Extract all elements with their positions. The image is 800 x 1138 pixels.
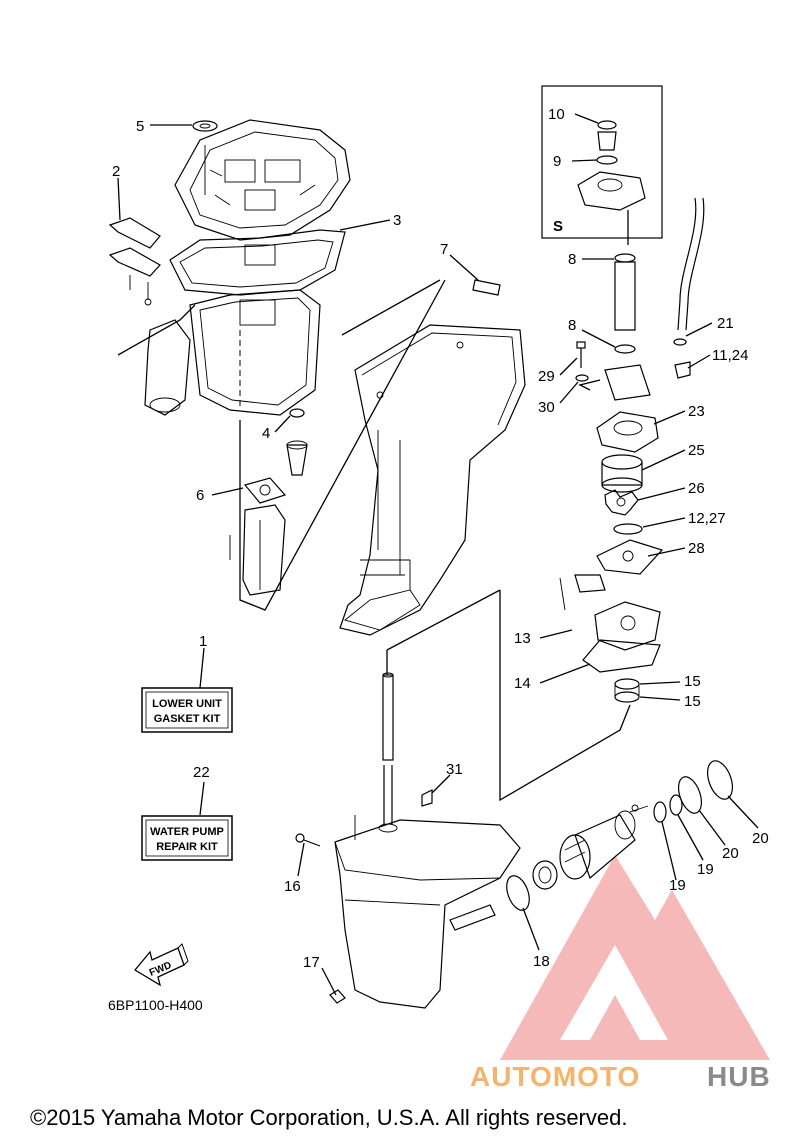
callout-17: 17 [303,954,320,971]
oil-pan [189,289,321,416]
seal-5 [192,120,218,132]
callout-13: 13 [514,630,531,647]
callout-3: 3 [393,212,401,229]
water-tube [614,253,636,354]
water-pipe-hose [673,197,705,379]
diagram-code: 6BP1100-H400 [108,997,203,1013]
exhaust-pipe [229,504,286,596]
leader-lines [117,113,759,996]
callout-5: 5 [136,118,144,135]
callout-20b: 20 [752,830,769,847]
impeller-26 [604,489,639,516]
pump-bracket [604,364,651,401]
assembly-lines [117,210,631,802]
callout-16: 16 [284,878,301,895]
callout-15a: 15 [684,673,701,690]
callout-29: 29 [538,368,555,385]
watermark-text-automoto: AUTOMOTO [470,1061,640,1092]
water-pump-repair-kit-box: WATER PUMP REPAIR KIT [141,815,233,861]
fwd-arrow: FWD [134,943,189,987]
callout-4: 4 [262,425,270,442]
plate-7 [472,279,501,296]
callout-19b: 19 [697,861,714,878]
gasket-14 [582,639,661,673]
kit-22-line2: REPAIR KIT [156,841,218,853]
inset-parts [577,120,646,211]
inset-box [541,85,663,239]
kit-22-line1: WATER PUMP [150,826,224,838]
outer-plate-28 [596,539,664,575]
callout-7: 7 [440,241,448,258]
kit-1-line1: LOWER UNIT [152,698,222,710]
watermark-text-hub: HUB [707,1061,771,1092]
watermark-logo [500,855,770,1060]
screw-17 [329,989,346,1004]
callout-10: 10 [548,106,565,123]
gasket-3 [169,229,346,296]
driveshaft [382,672,394,825]
callout-14: 14 [514,675,531,692]
callout-26: 26 [688,480,705,497]
callout-8a: 8 [568,251,576,268]
gasket-2 [108,217,161,306]
seals-15 [614,678,640,703]
oring-20b [707,760,733,800]
oring-20a [677,776,703,814]
seals-19 [629,794,683,823]
callout-2: 2 [112,163,120,180]
screw-16 [295,833,321,847]
callout-18: 18 [533,953,550,970]
exhaust-manifold [144,319,191,416]
lower-case [334,815,521,1009]
oring-18 [506,875,530,911]
inset-letter: S [553,218,563,235]
callout-9: 9 [553,153,561,170]
callout-1: 1 [199,633,207,650]
callout-21: 21 [717,315,734,332]
pump-housing-23 [596,411,659,453]
callout-30: 30 [538,399,555,416]
housing-cap [532,860,558,890]
callout-20a: 20 [722,845,739,862]
callout-12-27: 12,27 [688,510,726,527]
callout-8b: 8 [568,317,576,334]
callout-19a: 19 [669,877,686,894]
key-31 [421,789,433,807]
pump-base [559,574,661,651]
callout-31: 31 [446,761,463,778]
copyright-text: ©2015 Yamaha Motor Corporation, U.S.A. A… [30,1105,627,1130]
callout-11-24: 11,24 [712,347,748,364]
propeller-shaft-housing [559,810,636,880]
callout-22: 22 [193,764,210,781]
gasket-6 [243,477,287,504]
oring-12-27 [613,523,643,535]
exhaust-guide-plate [174,119,351,241]
callout-23: 23 [688,403,705,420]
bolt-29-washer-30 [575,341,589,382]
lower-unit-gasket-kit-box: LOWER UNIT GASKET KIT [141,687,233,733]
callout-6: 6 [196,487,204,504]
callout-25: 25 [688,442,705,459]
callout-28: 28 [688,540,705,557]
cartridge-25 [601,454,643,493]
callout-15b: 15 [684,693,701,710]
fitting-4 [286,408,308,476]
driveshaft-housing [339,324,526,636]
kit-1-line2: GASKET KIT [154,713,221,725]
